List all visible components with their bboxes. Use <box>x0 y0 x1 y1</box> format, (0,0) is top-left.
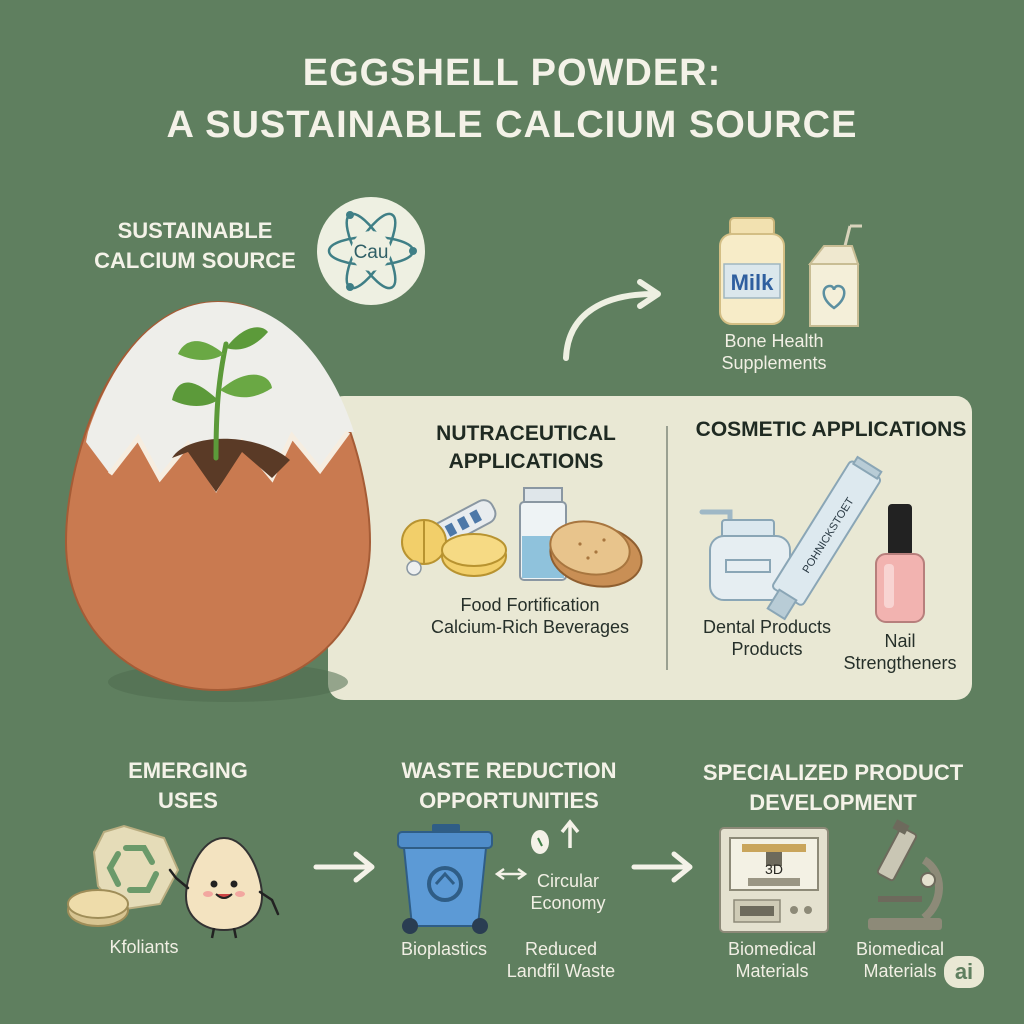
cosmetic-heading: COSMETIC APPLICATIONS <box>695 418 967 441</box>
title-line-2: A SUSTAINABLE CALCIUM SOURCE <box>166 104 858 146</box>
arrow-right-icon <box>313 851 375 883</box>
bioplastics-caption: Bioplastics <box>400 939 488 959</box>
nail-line-2: Strengtheners <box>843 653 957 673</box>
sprout-stem <box>213 341 229 461</box>
recycling-bin-icon <box>397 824 493 934</box>
calcium-tablet-icon <box>401 519 507 577</box>
emerging-heading-line-2: USES <box>158 788 218 813</box>
nutraceutical-heading: NUTRACEUTICAL APPLICATIONS <box>416 420 636 476</box>
sustainable-label: SUSTAINABLE CALCIUM SOURCE <box>70 216 320 276</box>
biomedical-1-line-2: Materials <box>735 961 809 981</box>
landfill-line-2: Landfil Waste <box>506 961 616 981</box>
bread-icon <box>549 520 643 588</box>
curved-arrow-icon <box>563 279 661 361</box>
title-line-1: EGGSHELL POWDER: <box>302 52 722 94</box>
atom-icon: Cau <box>317 197 425 305</box>
landfill-caption: Reduced Landfil Waste <box>494 938 628 982</box>
soil <box>172 438 290 492</box>
waste-heading-line-1: WASTE REDUCTION <box>401 758 617 783</box>
egg-character-icon <box>168 836 280 939</box>
specialized-heading-line-1: SPECIALIZED PRODUCT <box>702 760 964 785</box>
printer-label: 3D <box>765 861 783 877</box>
ai-badge: ai <box>944 956 984 988</box>
sustainable-label-line-1: SUSTAINABLE <box>117 218 273 243</box>
cream-jar-icon <box>699 509 791 601</box>
sprout-leaf <box>172 382 218 406</box>
bone-health-line-2: Supplements <box>721 353 827 373</box>
panel-divider <box>666 426 668 670</box>
circular-economy-icons <box>494 819 580 881</box>
specialized-heading-line-2: DEVELOPMENT <box>749 790 917 815</box>
recycle-icon <box>92 824 180 912</box>
bone-health-caption: Bone Health Supplements <box>696 330 852 374</box>
arrow-right-icon <box>631 851 693 883</box>
calcium-beverages-label: Calcium-Rich Beverages <box>430 617 630 637</box>
atom-label: Cau <box>354 242 389 263</box>
nail-polish-icon <box>875 504 925 623</box>
biomedical-caption-2: Biomedical Materials <box>840 938 960 982</box>
milk-jar-icon: Milk <box>719 217 785 325</box>
microscope-icon <box>868 819 943 930</box>
biomedical-1-line-1: Biomedical <box>727 939 817 959</box>
circular-line-1: Circular <box>536 871 599 891</box>
exfoliant-tablet-icon <box>67 889 129 927</box>
waste-heading-line-2: OPPORTUNITIES <box>419 788 599 813</box>
biomedical-2-line-1: Biomedical <box>855 939 945 959</box>
emerging-heading-line-1: EMERGING <box>128 758 248 783</box>
milk-carton-icon <box>807 224 862 327</box>
dental-line-1: Dental Products <box>702 617 832 637</box>
waste-heading: WASTE REDUCTION OPPORTUNITIES <box>386 756 632 816</box>
circular-line-2: Economy <box>530 893 606 913</box>
nail-caption: Nail Strengtheners <box>830 630 970 674</box>
bone-health-line-1: Bone Health <box>724 331 824 351</box>
cosmetic-illustration: POHNICKSTOET <box>699 455 925 623</box>
landfill-line-1: Reduced <box>524 939 598 959</box>
biomedical-2-line-2: Materials <box>863 961 937 981</box>
nutraceutical-heading-line-2: APPLICATIONS <box>448 450 604 473</box>
biomedical-caption-1: Biomedical Materials <box>712 938 832 982</box>
emerging-heading: EMERGING USES <box>88 756 288 816</box>
sustainable-label-line-2: CALCIUM SOURCE <box>94 248 296 273</box>
nutraceutical-illustration <box>401 487 643 588</box>
nutraceutical-caption: Food Fortification Calcium-Rich Beverage… <box>410 594 650 638</box>
exfoliants-caption: Kfoliants <box>109 937 179 957</box>
3d-printer-icon: 3D <box>719 827 829 933</box>
specialized-heading: SPECIALIZED PRODUCT DEVELOPMENT <box>692 758 974 818</box>
beverage-bottle-icon <box>519 487 567 581</box>
emerging-illustration <box>67 824 280 939</box>
nail-line-1: Nail <box>884 631 916 651</box>
food-fortification-label: Food Fortification <box>460 595 600 615</box>
dental-caption: Dental Products Products <box>692 616 842 660</box>
circular-economy-caption: Circular Economy <box>520 870 616 914</box>
milk-label: Milk <box>731 270 775 295</box>
dental-line-2: Products <box>731 639 803 659</box>
cracked-egg-illustration <box>64 300 372 702</box>
nutraceutical-heading-line-1: NUTRACEUTICAL <box>436 422 616 445</box>
